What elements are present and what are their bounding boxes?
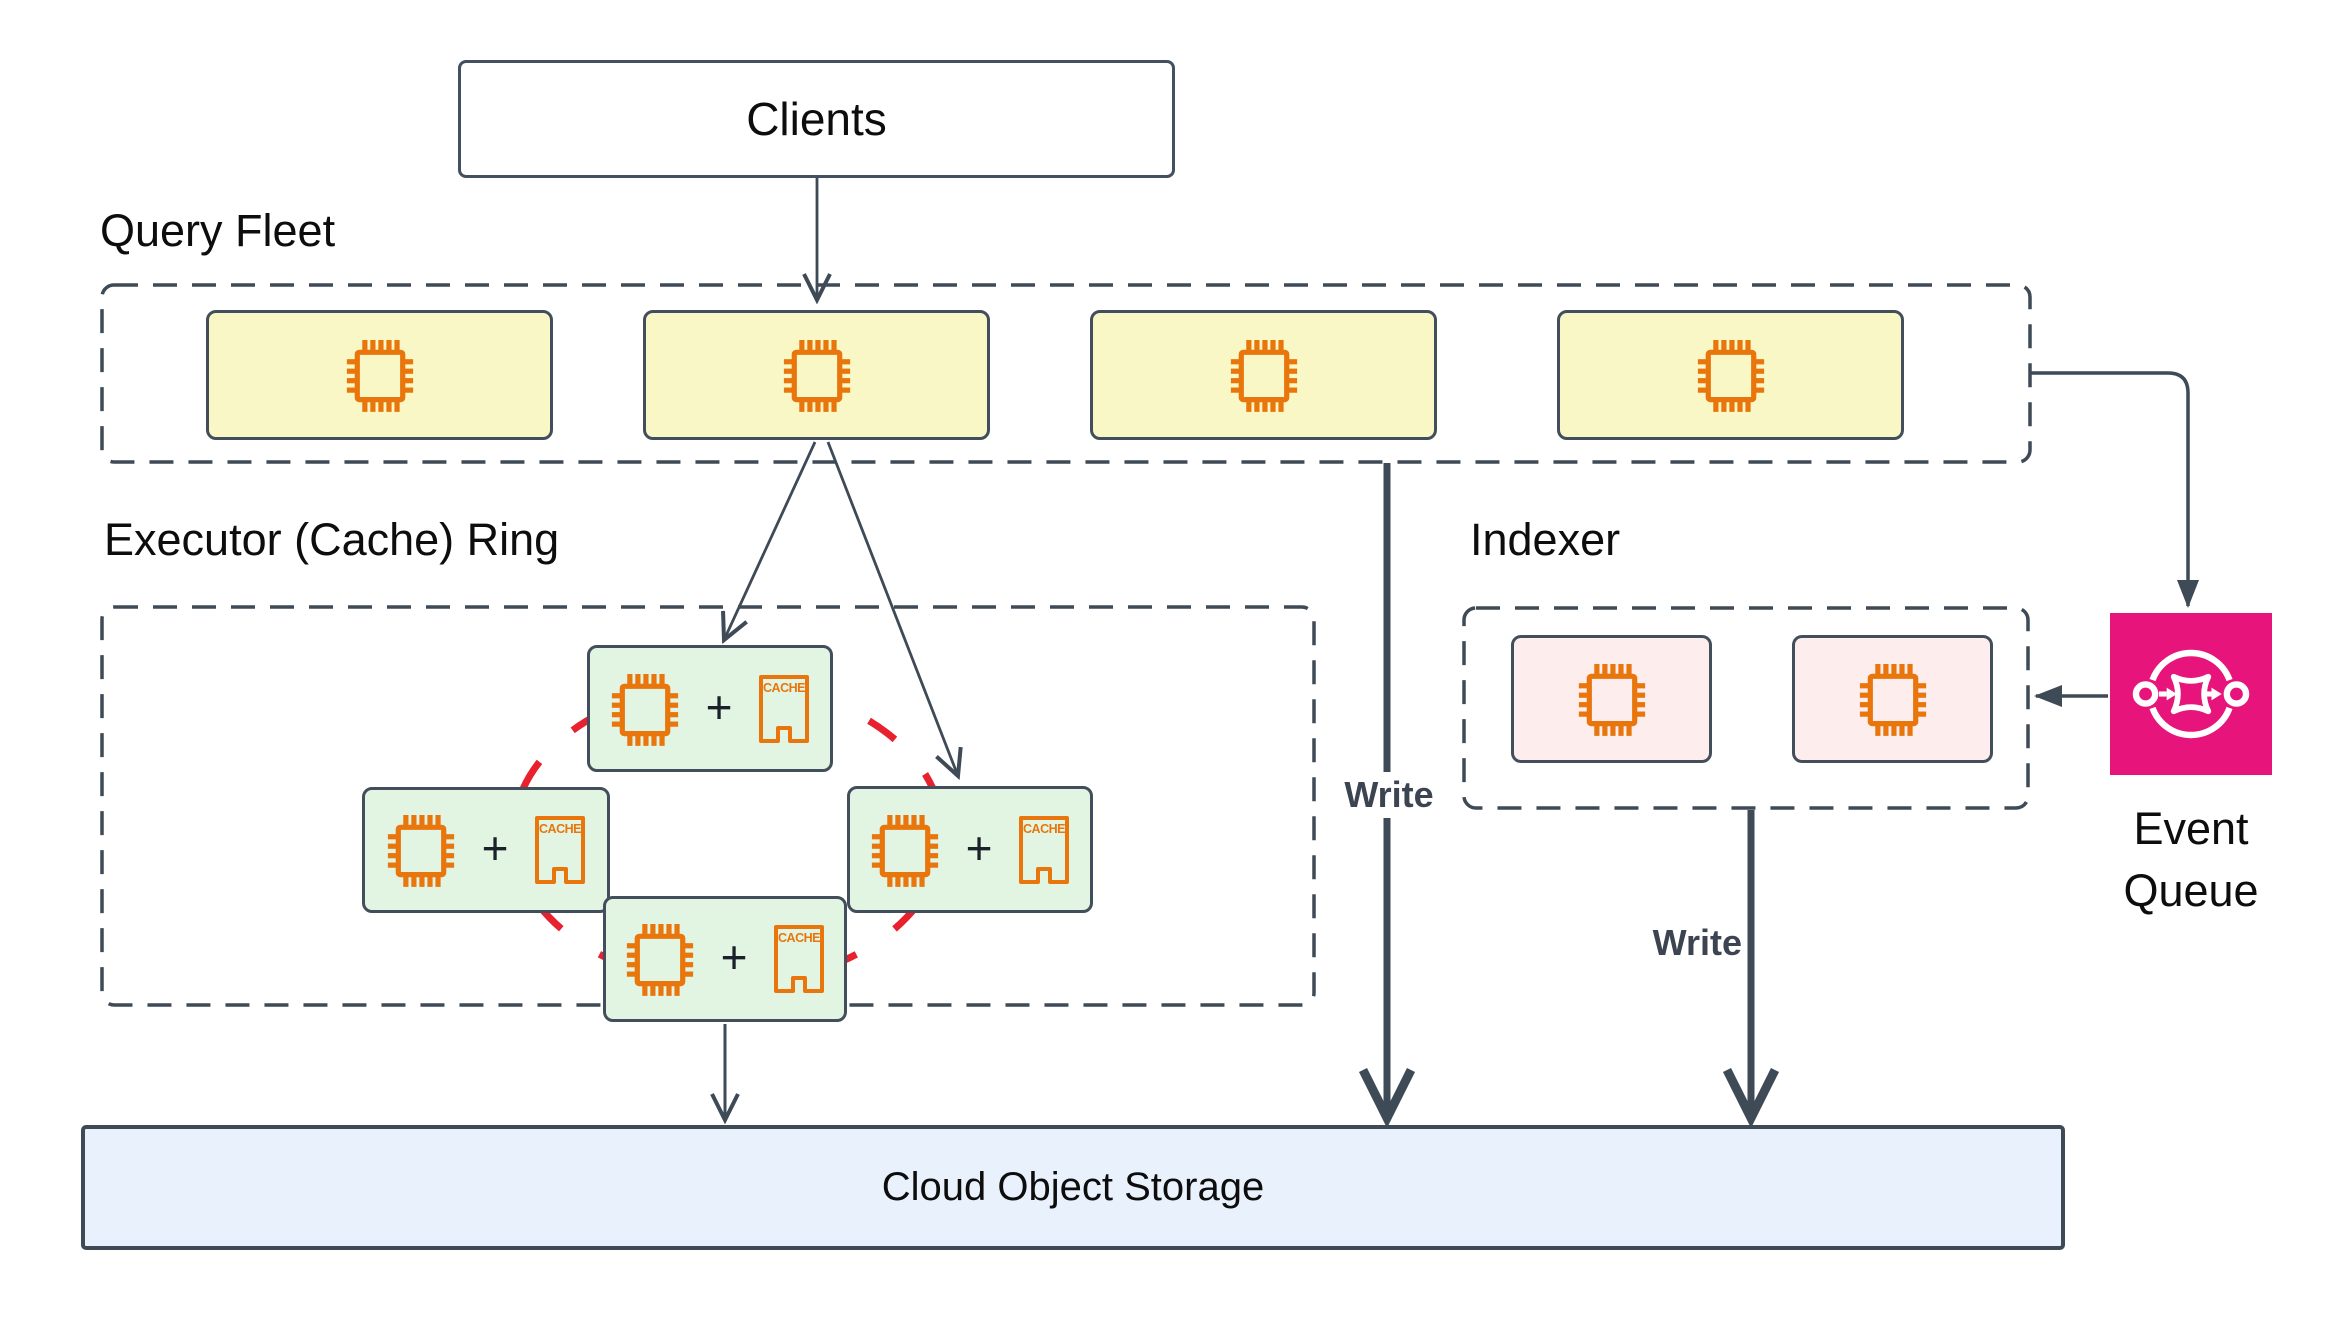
executor-node-bottom: + CACHE	[603, 896, 847, 1022]
event-bus-icon	[2132, 649, 2250, 739]
executor-ring-label: Executor (Cache) Ring	[104, 514, 560, 565]
cache-icon: CACHE	[534, 815, 586, 885]
cache-icon: CACHE	[1018, 815, 1070, 885]
plus-sign: +	[720, 931, 748, 983]
event-queue-label: Event Queue	[2123, 803, 2259, 917]
indexer-node-2	[1792, 635, 1993, 763]
edge-query-to-executor-top	[724, 441, 817, 640]
cpu-chip-icon	[782, 337, 852, 413]
edge-query-fleet-to-event-queue	[2030, 371, 2199, 608]
cpu-chip-icon	[1577, 661, 1647, 737]
plus-sign: +	[965, 821, 993, 874]
executor-node-top: + CACHE	[587, 645, 833, 772]
svg-text:CACHE: CACHE	[778, 931, 820, 945]
svg-text:CACHE: CACHE	[539, 822, 581, 836]
executor-node-left: + CACHE	[362, 787, 610, 913]
query-fleet-node-4	[1557, 310, 1904, 440]
cache-icon: CACHE	[773, 924, 825, 994]
event-queue-node	[2110, 613, 2272, 775]
query-fleet-node-1	[206, 310, 553, 440]
plus-sign: +	[705, 680, 733, 733]
edge-query-to-executor-right	[826, 441, 958, 776]
svg-text:CACHE: CACHE	[763, 681, 805, 695]
cache-icon: CACHE	[758, 674, 810, 744]
query-fleet-label: Query Fleet	[100, 205, 336, 256]
query-fleet-node-2	[643, 310, 990, 440]
cpu-chip-icon	[870, 812, 940, 888]
clients-node: Clients	[458, 60, 1175, 178]
cpu-chip-icon	[386, 812, 456, 888]
cloud-object-storage-label: Cloud Object Storage	[881, 1165, 1265, 1209]
indexer-label: Indexer	[1470, 514, 1621, 565]
cpu-chip-icon	[625, 921, 695, 997]
write-label-indexer: Write	[1652, 922, 1742, 963]
plus-sign: +	[481, 822, 509, 874]
cpu-chip-icon	[345, 337, 415, 413]
executor-node-right: + CACHE	[847, 786, 1093, 913]
svg-text:CACHE: CACHE	[1023, 822, 1065, 836]
cpu-chip-icon	[610, 671, 680, 747]
cpu-chip-icon	[1229, 337, 1299, 413]
query-fleet-node-3	[1090, 310, 1437, 440]
clients-node-label: Clients	[746, 93, 887, 145]
indexer-node-1	[1511, 635, 1712, 763]
cpu-chip-icon	[1696, 337, 1766, 413]
cloud-object-storage-node: Cloud Object Storage	[81, 1125, 2065, 1250]
write-label-query-fleet: Write	[1337, 772, 1441, 818]
cpu-chip-icon	[1858, 661, 1928, 737]
